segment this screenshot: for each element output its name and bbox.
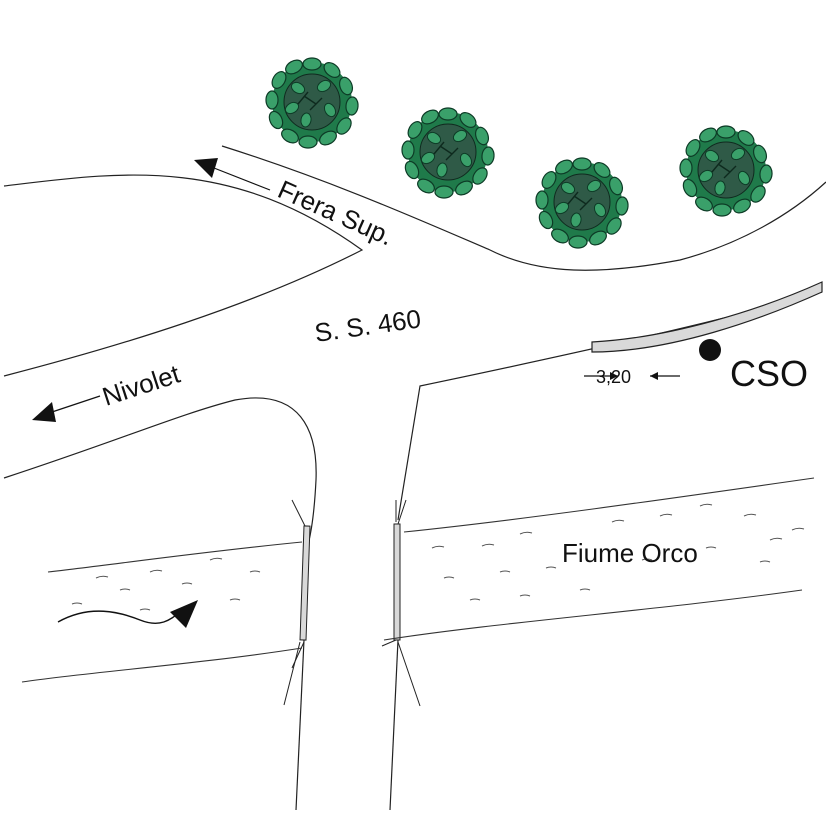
main-road-lower-edge bbox=[3, 397, 317, 561]
river bbox=[21, 477, 815, 683]
tree-icon bbox=[401, 106, 496, 199]
direction-arrows bbox=[32, 158, 271, 422]
distance-label: 3,20 bbox=[596, 367, 631, 387]
bridge-right-edge bbox=[389, 639, 399, 811]
guardrail bbox=[591, 281, 823, 353]
upper-road-outer-edge bbox=[221, 145, 826, 271]
road-network bbox=[3, 145, 826, 811]
tree-icon bbox=[535, 156, 630, 249]
distance-marker: 3,20 bbox=[584, 367, 680, 387]
river-label: Fiume Orco bbox=[562, 538, 698, 568]
tree-icon bbox=[265, 56, 360, 149]
lower-road-label: Nivolet bbox=[99, 358, 185, 411]
bridge-left-edge bbox=[295, 639, 305, 811]
bridge bbox=[283, 499, 421, 707]
tree-icon bbox=[679, 124, 774, 217]
flow-arrow-icon bbox=[170, 600, 198, 628]
station-dot-icon bbox=[699, 339, 721, 361]
main-road-label: S. S. 460 bbox=[313, 303, 423, 348]
arrow-icon bbox=[194, 158, 218, 178]
arrow-icon bbox=[32, 402, 56, 422]
station-label: CSO bbox=[730, 353, 808, 394]
upper-road-edge bbox=[3, 174, 364, 377]
